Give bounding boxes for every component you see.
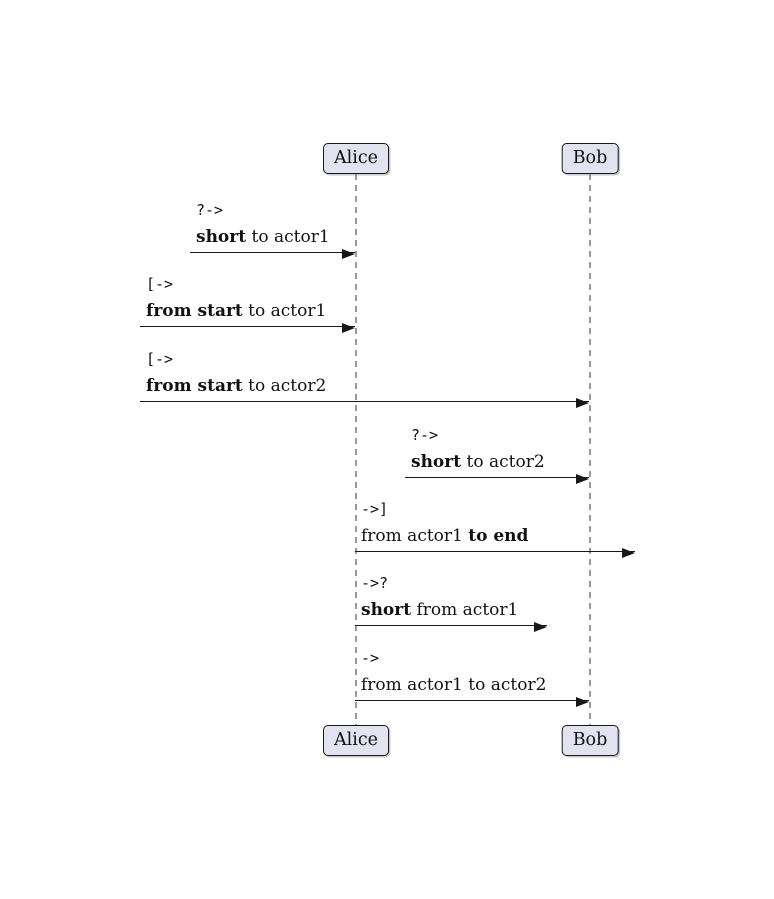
message-label: from start to actor2 [146,376,327,396]
arrowhead-icon [342,248,355,259]
message-short-to-actor1: ?-> short to actor1 [190,196,355,259]
actor-alice-label: Alice [334,730,378,750]
arrowhead-icon [576,696,589,707]
message-from-start-to-actor1: [-> from start to actor1 [140,270,355,333]
arrowhead-icon [576,397,589,408]
message-arrow-spec: [-> [146,275,174,293]
message-arrow-spec: ?-> [411,426,439,444]
arrowhead-icon [534,621,547,632]
actor-bob-top: Bob [561,143,619,174]
arrowhead-icon [576,473,589,484]
message-arrow-line [140,397,589,408]
message-arrow-line [355,696,589,707]
actor-bob-label: Bob [572,148,608,168]
message-from-actor1-to-actor2: -> from actor1 to actor2 [355,644,589,707]
actor-alice-bottom: Alice [323,725,389,756]
arrowhead-icon [342,322,355,333]
message-from-start-to-actor2: [-> from start to actor2 [140,345,589,408]
actor-alice-top: Alice [323,143,389,174]
message-label: short to actor2 [411,452,545,472]
message-label: short from actor1 [361,600,519,620]
message-arrow-line [190,248,355,259]
actor-bob-label: Bob [572,730,608,750]
lifeline-bob [589,174,591,726]
message-short-to-actor2: ?-> short to actor2 [405,421,589,484]
actor-alice-label: Alice [334,148,378,168]
message-from-actor1-to-end: ->] from actor1 to end [355,495,635,558]
actor-bob-bottom: Bob [561,725,619,756]
message-label: from actor1 to end [361,526,529,546]
lifeline-alice [355,174,357,726]
message-arrow-line [405,473,589,484]
message-arrow-line [355,547,635,558]
message-label: from start to actor1 [146,301,327,321]
message-arrow-spec: ->? [361,574,389,592]
arrowhead-icon [622,547,635,558]
message-label: short to actor1 [196,227,330,247]
message-arrow-spec: ?-> [196,201,224,219]
message-short-from-actor1: ->? short from actor1 [355,569,547,632]
message-arrow-line [355,621,547,632]
message-arrow-spec: [-> [146,350,174,368]
message-label: from actor1 to actor2 [361,675,547,695]
message-arrow-spec: ->] [361,500,389,518]
message-arrow-spec: -> [361,649,380,667]
message-arrow-line [140,322,355,333]
